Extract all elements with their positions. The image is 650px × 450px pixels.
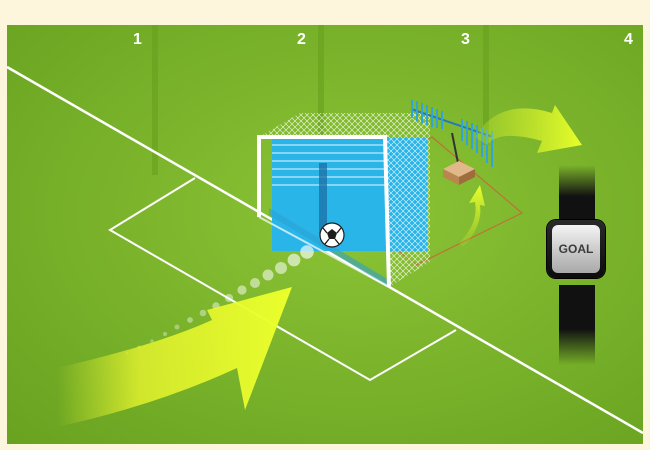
stage-number: 1: [133, 31, 142, 49]
goal-net-side: [385, 113, 430, 287]
watch-face: GOAL: [547, 220, 605, 278]
goal-watch: GOAL: [547, 165, 605, 365]
stage-number: 3: [461, 31, 470, 49]
goal-sensor-strip: [319, 163, 327, 233]
stage-number: 2: [297, 31, 306, 49]
stage-number: 4: [624, 31, 633, 49]
soccer-ball-icon: [320, 223, 344, 247]
pitch: 1 2 3 4 GOAL: [7, 25, 643, 444]
watch-strap-bottom: [559, 285, 595, 365]
watch-screen: GOAL: [552, 225, 600, 273]
